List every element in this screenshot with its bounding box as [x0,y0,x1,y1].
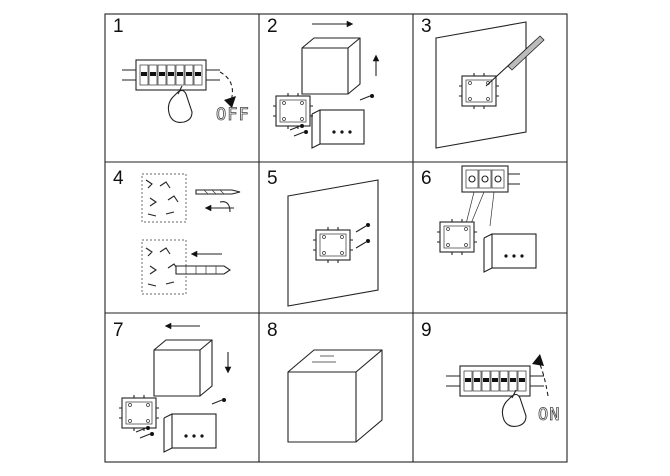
step-3-panel: 3 [421,16,545,149]
lamp-cube [301,37,361,95]
step-5-number: 5 [267,168,278,189]
breaker-panel [121,59,221,91]
hand-icon [167,85,193,123]
terminal-block [461,165,520,193]
drill-icon [204,201,234,213]
step-9-number: 9 [421,320,432,341]
rotate-arrow-icon [219,71,236,108]
step-7-panel: 7 [113,320,232,453]
masonry-wall-top [141,173,187,223]
screw-icon [289,94,374,137]
step-7-number: 7 [113,320,124,341]
junction-box [312,226,354,264]
rotate-arrow-icon [532,354,549,397]
step-1-number: 1 [113,16,124,37]
step-2-panel: 2 [267,16,380,149]
junction-box [458,72,500,110]
step-8-panel: 8 [267,320,383,443]
step-2-number: 2 [267,16,278,37]
wires [465,191,495,227]
mounting-bracket [483,233,537,273]
mounted-lamp-cube [287,349,383,443]
step-4-number: 4 [113,168,124,189]
drill-bit-icon [195,189,241,195]
mounting-bracket [311,109,365,149]
junction-box [436,218,478,256]
junction-box [118,394,160,432]
step-1-panel: 1 OFF [113,16,250,125]
step-6-panel: 6 [421,165,537,273]
screw-icon [355,223,370,249]
breaker-panel [445,365,545,397]
junction-box [272,92,314,130]
step-8-number: 8 [267,320,278,341]
step-3-number: 3 [421,16,432,37]
step-6-number: 6 [421,168,432,189]
step-9-caption: ON [538,405,560,425]
wall-plug-icon [175,265,231,275]
panel-grid [104,13,568,463]
step-1-caption: OFF [216,105,250,125]
mounting-bracket [163,413,217,453]
step-5-panel: 5 [267,168,379,307]
step-4-panel: 4 [113,168,241,295]
screw-icon [135,398,226,439]
screwdriver-icon [485,35,545,87]
lamp-cube [153,339,213,397]
masonry-wall-bottom [141,239,187,295]
hand-icon [501,389,527,427]
step-9-panel: 9 ON [421,320,560,427]
